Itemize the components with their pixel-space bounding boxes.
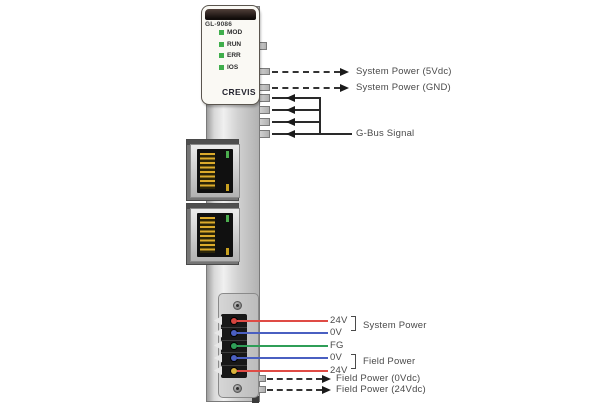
terminal-clip [214,341,222,350]
wire-0v-field [237,357,328,359]
gbus-signal-label: G-Bus Signal [356,128,415,139]
terminal-contact-3 [231,342,237,349]
rj45-port-2-pins [200,217,215,253]
gbus-arrow-icon [286,106,295,114]
field-power-24v-arrow-icon [322,386,331,394]
terminal-separator [221,365,247,367]
system-power-5v-line [272,71,340,73]
terminal-contact-4 [231,355,237,361]
terminal-contact-1 [231,317,237,324]
rj45-port-1-gold-tick [226,184,229,191]
wire-0v-system [237,332,328,334]
din-latch [252,396,259,403]
wire-label-24v-system: 24V [330,314,348,326]
led-err [219,53,224,58]
wire-label-0v-field: 0V [330,352,343,363]
system-power-5v-label: System Power (5Vdc) [356,66,452,77]
system-power-5v-arrow-icon [340,68,349,76]
terminal-screw-top-dot [236,304,239,307]
bus-contact-tab [260,130,270,138]
terminal-separator [221,339,247,341]
faceplate [201,5,260,105]
led-err-label: ERR [227,52,241,59]
led-run [219,41,224,47]
wire-24v-system [237,319,328,322]
led-ios-label: IOS [227,63,239,71]
terminal-screw-bottom-dot [236,387,239,390]
terminal-clip [214,353,222,363]
bus-contact-tab [260,118,270,126]
terminal-separator [221,326,247,328]
gbus-junction-line [318,97,321,135]
rj45-port-2-gold-tick [226,248,229,255]
bus-contact-tab [260,68,270,75]
gbus-arrow-icon [286,130,295,138]
system-power-gnd-label: System Power (GND) [356,82,451,93]
brand-logo: CREVIS [221,87,256,97]
gbus-line-1 [272,97,320,99]
field-power-tab [256,375,266,382]
terminal-clip [214,328,222,338]
led-ios [219,64,224,70]
led-mod [219,30,224,35]
model-label: GL-9086 [205,21,233,28]
system-power-group-label: System Power [363,320,427,331]
gbus-line-4 [272,133,352,135]
bus-contact-tab [260,84,270,91]
system-power-bracket [351,316,356,331]
wire-label-0v-system: 0V [330,327,343,338]
field-power-24v-label: Field Power (24Vdc) [336,384,426,395]
bus-contact-tab [260,42,267,50]
wire-fg [237,344,328,347]
system-power-gnd-line [272,87,340,89]
gbus-line-3 [272,121,320,123]
terminal-clip [214,316,222,325]
field-power-group-label: Field Power [363,356,416,367]
terminal-contact-2 [231,330,237,336]
rj45-port-1-green-tick [226,151,229,158]
faceplate-cap [205,9,256,20]
system-power-gnd-arrow-icon [340,84,349,92]
field-power-0v-arrow-icon [322,375,331,383]
led-mod-label: MOD [227,29,243,36]
field-power-bracket [351,354,356,369]
bus-contact-tab [260,106,270,114]
wire-label-fg: FG [330,339,344,351]
gbus-arrow-icon [286,94,295,102]
gbus-line-2 [272,109,320,111]
terminal-separator [221,352,247,354]
terminal-clip [214,366,222,375]
wire-24v-field [237,369,328,372]
gbus-arrow-icon [286,118,295,126]
terminal-contact-5 [231,367,237,374]
field-power-24v-line [267,389,322,391]
field-power-0v-line [267,378,322,380]
rj45-port-1-pins [200,153,215,189]
bus-contact-tab [260,94,270,102]
led-run-label: RUN [227,40,242,48]
wire-label-24v-field: 24V [330,364,348,376]
rj45-port-2-green-tick [226,215,229,222]
field-power-0v-label: Field Power (0Vdc) [336,373,421,384]
field-power-tab [256,386,266,393]
